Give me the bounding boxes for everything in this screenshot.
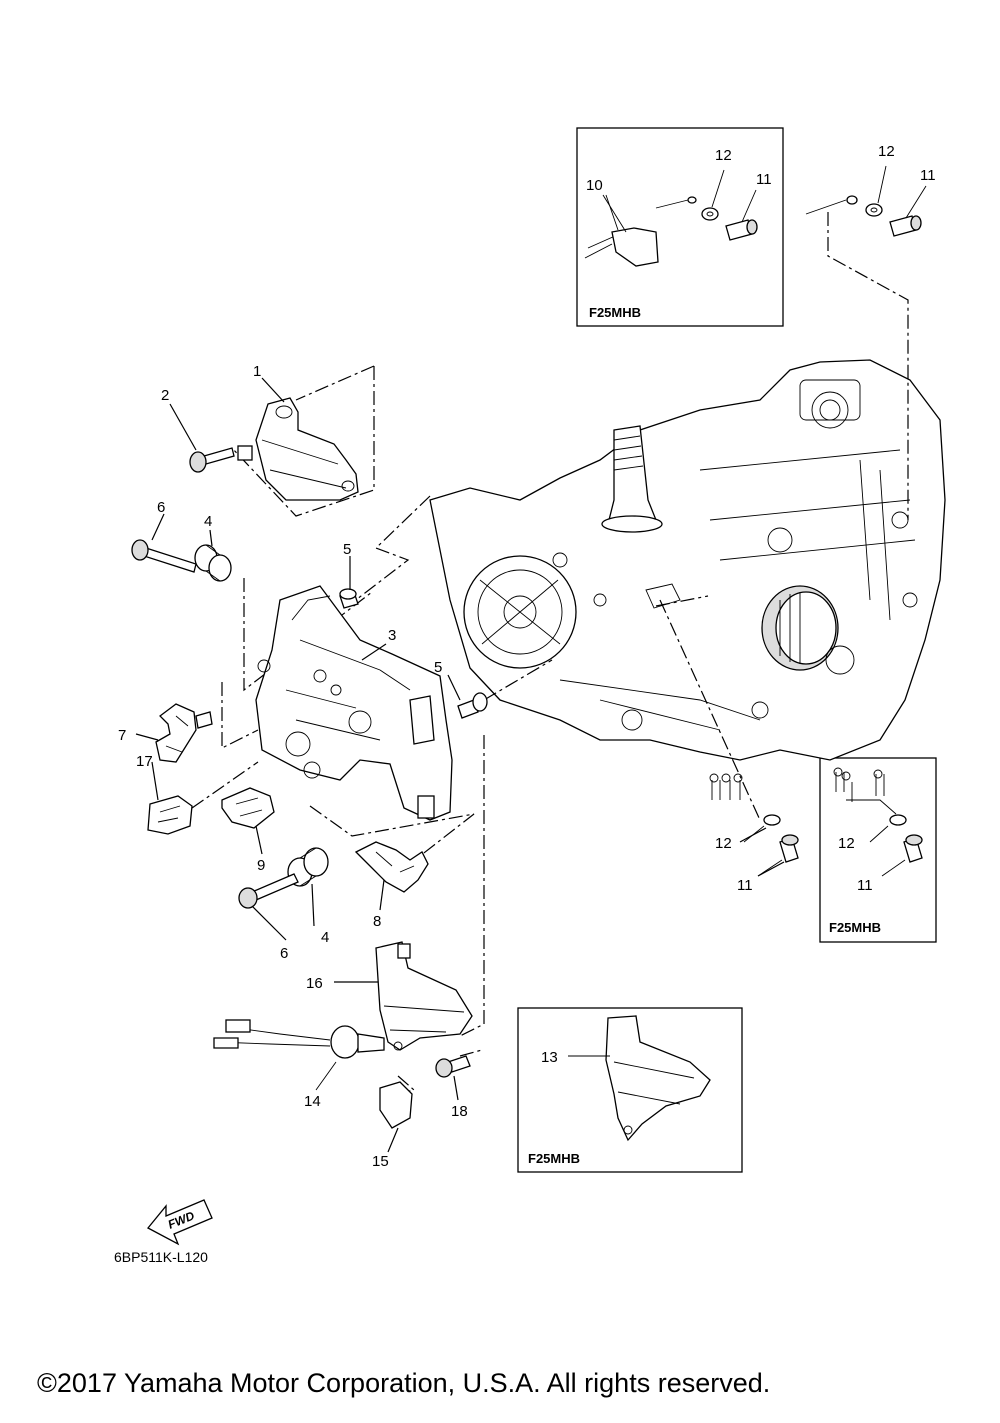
part-6-bolt-upper [131, 539, 197, 573]
part-8-clamp [354, 841, 429, 893]
callout-15: 15 [372, 1153, 389, 1170]
callout-12-mid-right: 12 [715, 835, 732, 852]
engine-block [429, 359, 946, 761]
part-9-holder [221, 787, 275, 829]
part-5-collar-lower [457, 692, 488, 719]
callout-11-top-box: 11 [756, 171, 772, 188]
callout-14: 14 [304, 1093, 321, 1110]
callout-5-upper: 5 [343, 541, 351, 558]
part-3-bracket [255, 585, 453, 821]
part-15-clip [379, 1081, 413, 1129]
callout-3: 3 [388, 627, 396, 644]
variant-label-top: F25MHB [589, 305, 641, 320]
callout-17: 17 [136, 753, 153, 770]
callout-11-right-box: 11 [857, 877, 873, 894]
callout-labels: 1 2 3 4 4 5 5 6 6 7 8 9 10 11 11 11 11 1… [118, 143, 936, 1170]
part-2-bolt [189, 447, 235, 473]
part-16-bracket [375, 941, 473, 1051]
part-7-clamp [155, 703, 213, 763]
part-11-12-mid-right [709, 773, 799, 877]
callout-11-top-right: 11 [920, 167, 936, 184]
callout-5-lower: 5 [434, 659, 442, 676]
callout-12-top-right: 12 [878, 143, 895, 160]
callout-6-lower: 6 [280, 945, 288, 962]
part-11-12-top-right [805, 165, 927, 237]
copyright-notice: ©2017 Yamaha Motor Corporation, U.S.A. A… [37, 1368, 770, 1398]
callout-4-lower: 4 [321, 929, 329, 946]
part-18-bolt [435, 1055, 471, 1078]
variant-label-right: F25MHB [829, 920, 881, 935]
part-4-grommet-upper [194, 544, 232, 582]
callout-18: 18 [451, 1103, 468, 1120]
variant-box-bottom: F25MHB [517, 1007, 743, 1173]
callout-8: 8 [373, 913, 381, 930]
callout-11-mid-right: 11 [737, 877, 753, 894]
leader-lines [135, 377, 785, 1153]
diagram-code: 6BP511K-L120 [114, 1249, 208, 1265]
callout-13: 13 [541, 1049, 558, 1066]
callout-7: 7 [118, 727, 126, 744]
part-6-bolt-lower [238, 873, 299, 909]
callout-6-upper: 6 [157, 499, 165, 516]
variant-label-bottom: F25MHB [528, 1151, 580, 1166]
callout-2: 2 [161, 387, 169, 404]
callout-12-top-box: 12 [715, 147, 732, 164]
variant-box-right: F25MHB [819, 757, 937, 943]
callout-4-upper: 4 [204, 513, 212, 530]
reference-lines [191, 212, 909, 1097]
callout-12-right-box: 12 [838, 835, 855, 852]
part-5-collar-upper [339, 588, 359, 609]
fwd-arrow-icon: FWD [146, 1199, 213, 1246]
callout-16: 16 [306, 975, 323, 992]
variant-box-top: F25MHB [576, 127, 784, 327]
callout-9: 9 [257, 857, 265, 874]
part-17-clip [147, 795, 193, 835]
callout-10: 10 [586, 177, 603, 194]
part-14-sensor [213, 1019, 385, 1091]
part-1-ignition-coil [237, 397, 359, 501]
callout-1: 1 [253, 363, 261, 380]
